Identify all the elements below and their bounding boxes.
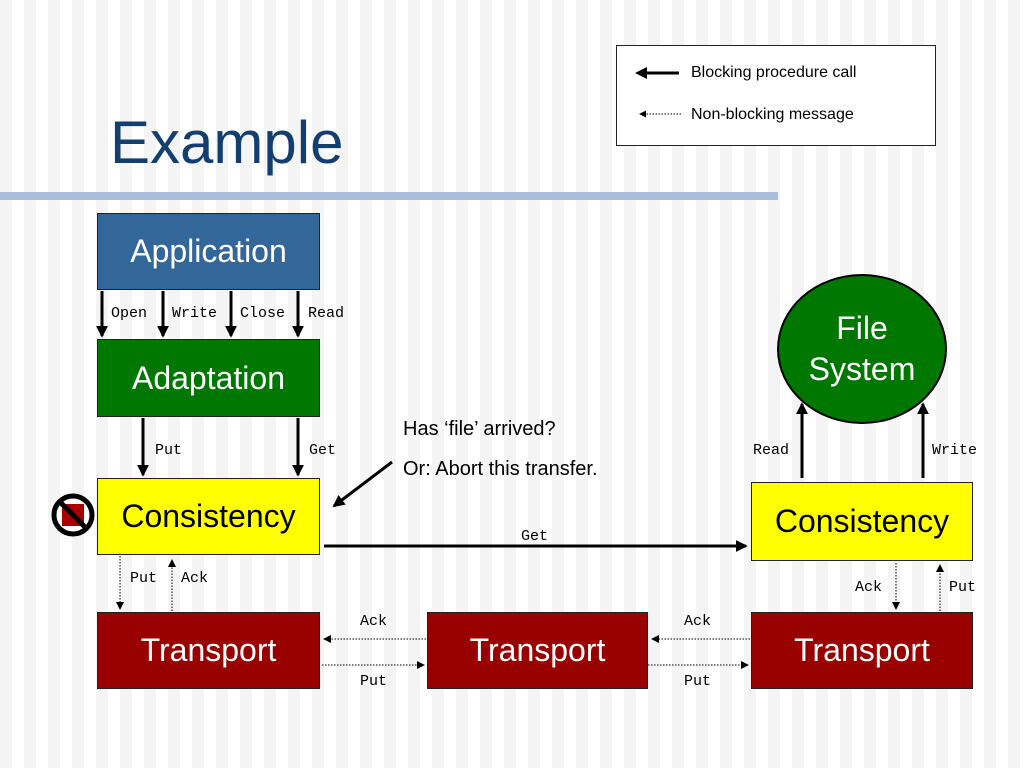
- stop-icon: [51, 493, 95, 537]
- label-ack-right: Ack: [855, 579, 883, 596]
- label-ack-left: Ack: [181, 570, 209, 587]
- label-ack-transport-left: Ack: [360, 613, 388, 630]
- consistency-right-box: Consistency: [751, 482, 973, 561]
- label-get-adaptation: Get: [309, 442, 337, 459]
- label-put-right: Put: [949, 579, 977, 596]
- label-write: Write: [172, 305, 218, 322]
- label-close: Close: [240, 305, 286, 322]
- transport-right-box: Transport: [751, 612, 973, 689]
- label-get-consistency: Get: [521, 528, 549, 545]
- transport-middle-box: Transport: [427, 612, 648, 689]
- legend-blocking-label: Blocking procedure call: [691, 64, 857, 81]
- label-put-adaptation: Put: [155, 442, 183, 459]
- label-read-filesystem: Read: [753, 442, 790, 459]
- note-line1: Has ‘file’ arrived?: [403, 418, 556, 440]
- consistency-left-box: Consistency: [97, 478, 320, 555]
- label-read: Read: [308, 305, 345, 322]
- label-ack-transport-right: Ack: [684, 613, 712, 630]
- adaptation-box: Adaptation: [97, 339, 320, 417]
- file-system-line1: File: [836, 310, 888, 346]
- title-divider: [0, 192, 778, 200]
- label-put-transport-left: Put: [360, 673, 388, 690]
- label-write-filesystem: Write: [932, 442, 978, 459]
- label-open: Open: [111, 305, 148, 322]
- legend: Blocking procedure call Non-blocking mes…: [616, 45, 936, 146]
- slide-title: Example: [110, 109, 344, 176]
- file-system-line2: System: [808, 351, 916, 387]
- application-box: Application: [97, 213, 320, 290]
- legend-nonblocking-label: Non-blocking message: [691, 106, 854, 123]
- label-put-left: Put: [130, 570, 158, 587]
- file-system-circle: File System: [777, 274, 947, 424]
- note-line2: Or: Abort this transfer.: [403, 458, 598, 480]
- legend-arrows: [635, 67, 681, 118]
- transport-left-box: Transport: [97, 612, 320, 689]
- label-put-transport-right: Put: [684, 673, 712, 690]
